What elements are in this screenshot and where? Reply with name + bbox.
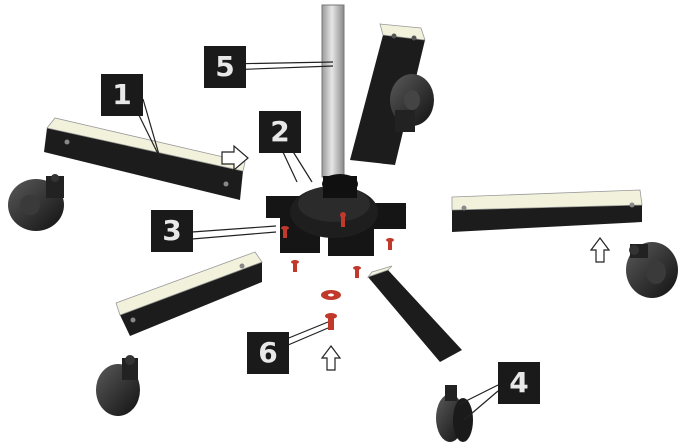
leg-beam-lower-left — [115, 251, 263, 336]
label-3: 3 — [151, 210, 193, 252]
hub-screws — [281, 226, 394, 278]
leader-lines — [130, 61, 499, 421]
label-4: 4 — [498, 362, 540, 404]
center-bolt — [325, 313, 337, 330]
leg-beam-right — [451, 189, 643, 232]
leg-beam-lower-right — [366, 265, 462, 362]
label-5: 5 — [204, 46, 246, 88]
up-arrow-icon — [320, 345, 342, 371]
caster-upper-right — [390, 74, 434, 132]
label-1: 1 — [101, 74, 143, 116]
caster-upper-left — [8, 174, 64, 231]
label-6: 6 — [247, 332, 289, 374]
caster-lower-left — [96, 355, 140, 416]
hub — [266, 174, 406, 256]
caster-bottom — [436, 385, 473, 442]
screw — [386, 238, 394, 250]
pole — [321, 4, 345, 178]
screw — [291, 260, 299, 272]
screw — [353, 266, 361, 278]
center-washer — [321, 290, 341, 300]
caster-right — [626, 242, 678, 298]
right-arrow-icon — [221, 144, 249, 172]
label-2: 2 — [259, 111, 301, 153]
leg-beam-upper-right — [350, 23, 426, 165]
screw — [281, 226, 289, 238]
leg-beam-upper-left — [44, 117, 246, 200]
up-arrow-icon — [589, 237, 611, 263]
